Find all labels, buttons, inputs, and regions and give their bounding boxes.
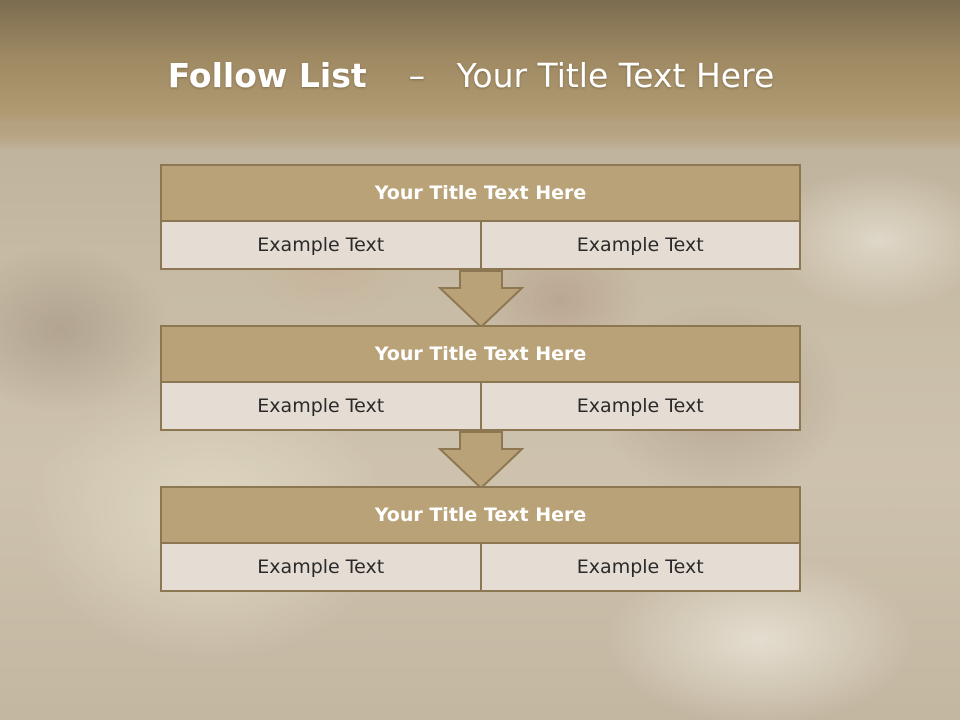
- step-2-right-cell: Example Text: [479, 383, 799, 429]
- step-1-left-cell: Example Text: [162, 222, 480, 268]
- step-1-right-cell: Example Text: [479, 222, 799, 268]
- step-title-3: Your Title Text Here: [162, 488, 799, 544]
- step-3-right-cell: Example Text: [479, 544, 799, 590]
- title-bold: Follow List: [167, 56, 367, 95]
- step-box-1: Your Title Text Here Example Text Exampl…: [160, 164, 801, 270]
- step-row-3: Example Text Example Text: [162, 544, 799, 590]
- header-band: [0, 0, 960, 150]
- step-title-2: Your Title Text Here: [162, 327, 799, 383]
- step-row-1: Example Text Example Text: [162, 222, 799, 268]
- step-3-left-cell: Example Text: [162, 544, 480, 590]
- down-arrow-icon: [438, 270, 524, 328]
- step-title-1: Your Title Text Here: [162, 166, 799, 222]
- slide-title: Follow List – Your Title Text Here: [0, 56, 960, 95]
- title-separator: –: [408, 56, 426, 95]
- step-box-2: Your Title Text Here Example Text Exampl…: [160, 325, 801, 431]
- step-2-left-cell: Example Text: [162, 383, 480, 429]
- header-divider: [0, 126, 960, 150]
- title-rest: Your Title Text Here: [456, 56, 775, 95]
- down-arrow-icon: [438, 431, 524, 489]
- step-row-2: Example Text Example Text: [162, 383, 799, 429]
- step-box-3: Your Title Text Here Example Text Exampl…: [160, 486, 801, 592]
